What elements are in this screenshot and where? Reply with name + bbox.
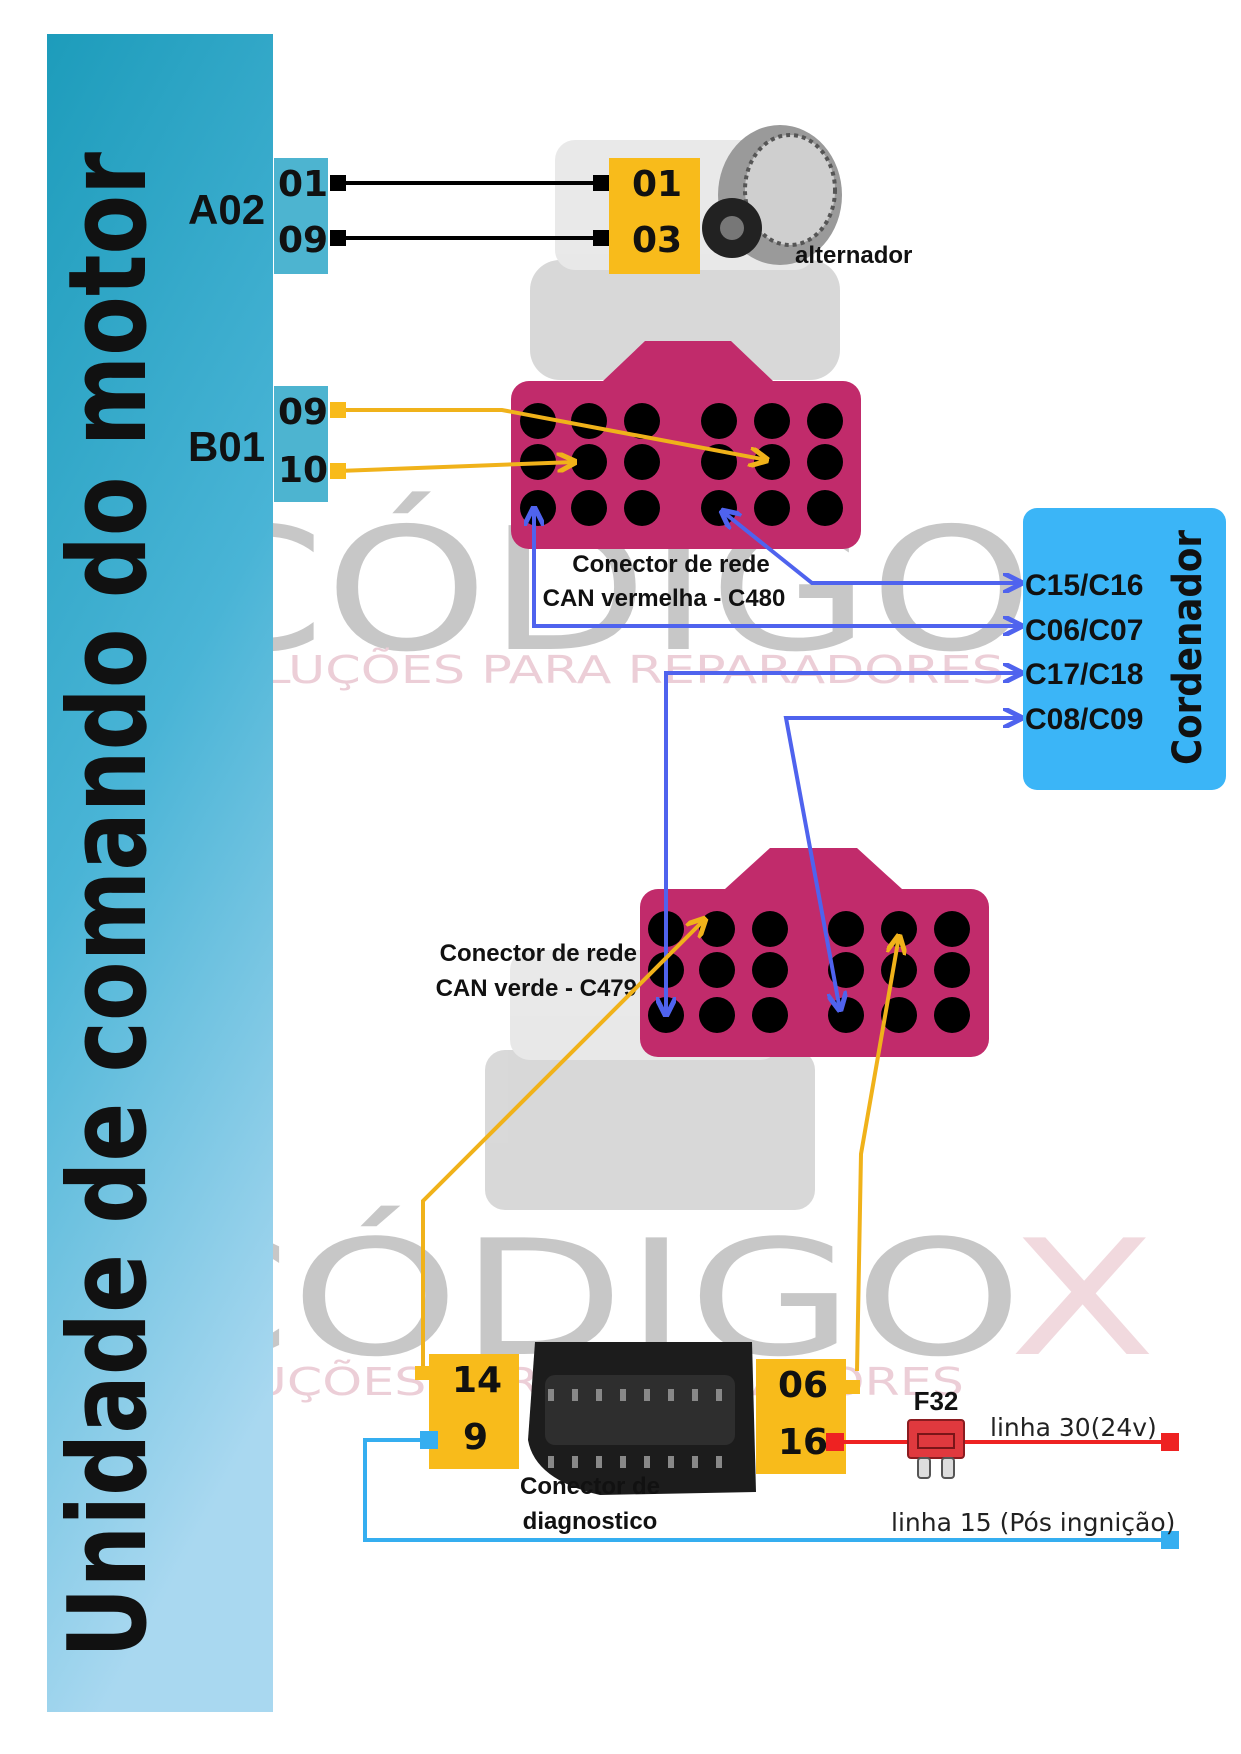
obd-pin: [596, 1389, 602, 1401]
obd-pin: [548, 1389, 554, 1401]
connector-pin: [754, 444, 790, 480]
connector-pin: [807, 490, 843, 526]
obd-pin: [572, 1456, 578, 1468]
can-red-connector: [511, 341, 861, 549]
coordinator-pin-c06-c07: C06/C07: [1025, 614, 1143, 647]
diag-can-green-wires: [421, 919, 899, 1372]
svg-text:SOLUÇÕES PARA REPARADORES: SOLUÇÕES PARA REPARADORES: [190, 648, 1004, 692]
a02-pin-01: 01: [278, 164, 328, 205]
coordinator-title: Cordenador: [1165, 530, 1211, 765]
connector-pin: [828, 997, 864, 1033]
connector-pin: [571, 403, 607, 439]
diag-right-pin-box: [756, 1359, 846, 1474]
obd-pin: [644, 1389, 650, 1401]
obd-pin: [692, 1389, 698, 1401]
alternator-pin-03: 03: [632, 220, 682, 261]
connector-pin: [520, 490, 556, 526]
diag-left-pin-box: [429, 1354, 519, 1469]
connector-pin: [828, 952, 864, 988]
a02-pin-box: [274, 158, 328, 274]
b01-pin-box: [274, 386, 328, 502]
diag-pin-14: 14: [452, 1360, 502, 1401]
line15-wire: [363, 1438, 1170, 1542]
connector-pin: [934, 997, 970, 1033]
connector-pin: [752, 997, 788, 1033]
ecu-title: Unidade de comando do motor: [46, 152, 171, 1658]
obd-pin: [572, 1389, 578, 1401]
coordinator-pin-c15-c16: C15/C16: [1025, 569, 1143, 602]
obd-connector-icon: [528, 1342, 756, 1495]
connector-pin: [624, 403, 660, 439]
alternator-wires: [338, 181, 603, 240]
connector-pin: [807, 444, 843, 480]
connector-pin: [571, 490, 607, 526]
obd-pin: [668, 1389, 674, 1401]
alternator-icon: [702, 125, 842, 265]
line15-label: linha 15 (Pós ingnição): [891, 1508, 1175, 1537]
ecu-bar: [47, 34, 273, 1712]
connector-pin: [701, 403, 737, 439]
obd-pin: [620, 1456, 626, 1468]
a02-pin-09: 09: [278, 220, 328, 261]
alternator-pin-box: [609, 158, 700, 274]
diag-label-line2: diagnostico: [523, 1508, 658, 1535]
b01-pin-10: 10: [278, 450, 328, 491]
fuse-label: F32: [914, 1386, 959, 1416]
b01-can-red-wires: [337, 408, 767, 473]
alternator-pin-01: 01: [632, 164, 682, 205]
coordinator-pin-c17-c18: C17/C18: [1025, 658, 1143, 691]
connector-pin: [699, 911, 735, 947]
diag-pin-06: 06: [778, 1365, 828, 1406]
can-red-label-line2: CAN vermelha - C480: [543, 585, 786, 612]
diag-label-line1: Conector de: [520, 1473, 660, 1500]
line30-label: linha 30(24v): [990, 1413, 1157, 1442]
can-red-label-line1: Conector de rede: [572, 551, 769, 578]
obd-pin: [668, 1456, 674, 1468]
can-green-connector: [640, 848, 989, 1057]
obd-pin: [716, 1456, 722, 1468]
can-green-label-line1: Conector de rede: [440, 940, 637, 967]
connector-pin: [807, 403, 843, 439]
alternator-label: alternador: [795, 242, 912, 269]
obd-pin: [716, 1389, 722, 1401]
connector-pin: [699, 952, 735, 988]
connector-pin: [934, 952, 970, 988]
connector-pin: [520, 403, 556, 439]
connector-pin: [881, 997, 917, 1033]
fuse-icon: [907, 1419, 965, 1479]
connector-pin: [624, 444, 660, 480]
coordinator-box: [1023, 508, 1226, 790]
connector-pin: [699, 997, 735, 1033]
connector-pin: [624, 490, 660, 526]
coordinator-pin-c08-c09: C08/C09: [1025, 703, 1143, 736]
a02-label: A02: [188, 186, 265, 233]
connector-pin: [828, 911, 864, 947]
connector-pin: [752, 952, 788, 988]
diag-pin-9: 9: [463, 1417, 488, 1458]
b01-pin-09: 09: [278, 392, 328, 433]
can-wires: [534, 508, 1021, 1015]
can-green-label-line2: CAN verde - C479: [436, 975, 637, 1002]
connector-pin: [934, 911, 970, 947]
connector-pin: [752, 911, 788, 947]
connector-pin: [571, 444, 607, 480]
b01-label: B01: [188, 423, 265, 470]
connector-pin: [881, 952, 917, 988]
connector-pin: [754, 403, 790, 439]
diag-pin-16: 16: [778, 1422, 828, 1463]
obd-pin: [620, 1389, 626, 1401]
obd-pin: [692, 1456, 698, 1468]
obd-pin: [596, 1456, 602, 1468]
obd-pin: [548, 1456, 554, 1468]
connector-pin: [754, 490, 790, 526]
obd-pin: [644, 1456, 650, 1468]
